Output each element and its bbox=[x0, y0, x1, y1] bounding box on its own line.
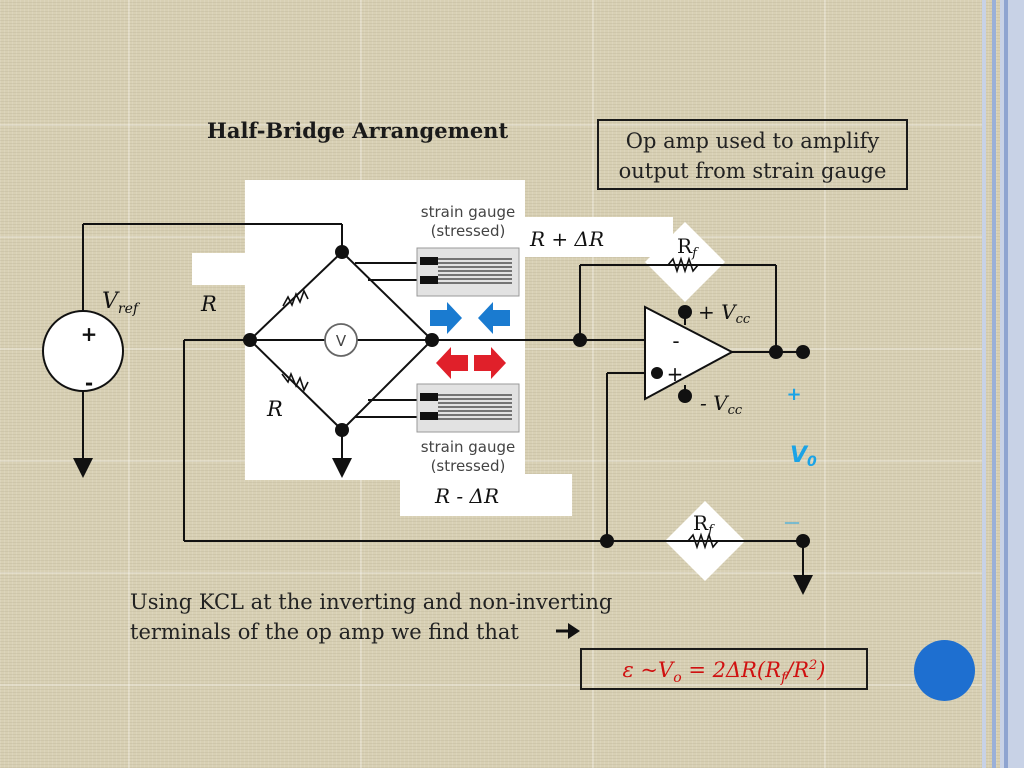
note-line-2: output from strain gauge bbox=[618, 159, 887, 183]
slide-accent-dot bbox=[914, 640, 975, 701]
bg-grid-line bbox=[128, 0, 130, 768]
junction-dot bbox=[678, 305, 692, 319]
junction-dot bbox=[651, 367, 663, 379]
equation: ε ~Vo = 2ΔR(Rf/R2) bbox=[622, 658, 826, 687]
r-minus-delta-label: R - ΔR bbox=[434, 484, 499, 508]
vref-label: Vref bbox=[102, 289, 141, 317]
kcl-text-line-1: Using KCL at the inverting and non-inver… bbox=[130, 590, 613, 614]
source-plus-sign: + bbox=[81, 322, 98, 346]
vcc-negative-label: - Vcc bbox=[700, 391, 743, 418]
resistor-bottom-left bbox=[281, 371, 309, 393]
voltmeter-label: V bbox=[336, 332, 347, 350]
strain-gauge-top bbox=[416, 247, 520, 297]
voltmeter bbox=[324, 323, 358, 357]
bg-grid-line bbox=[0, 572, 985, 574]
resistor-rf-top bbox=[667, 256, 699, 274]
junction-dot bbox=[335, 245, 349, 259]
strain-gauge-bottom bbox=[416, 383, 520, 433]
vcc-positive-label: + Vcc bbox=[698, 300, 751, 327]
op-amp bbox=[644, 305, 735, 401]
r-top-left-label: R bbox=[200, 292, 217, 316]
slide-right-border bbox=[982, 0, 1024, 768]
junction-dot bbox=[335, 423, 349, 437]
gauge-bottom-label-2: (stressed) bbox=[431, 457, 506, 475]
gauge-top-label-2: (stressed) bbox=[431, 222, 506, 240]
kcl-text-line-2: terminals of the op amp we find that bbox=[130, 620, 519, 644]
slide-title: Half-Bridge Arrangement bbox=[207, 118, 509, 143]
label-patch-r-minus bbox=[400, 474, 572, 516]
opamp-inverting-sign: - bbox=[672, 329, 679, 353]
r-plus-delta-label: R + ΔR bbox=[529, 227, 604, 251]
right-arrow-icon bbox=[556, 623, 580, 639]
resistor-rf-bottom bbox=[687, 532, 719, 550]
junction-dot bbox=[425, 333, 439, 347]
bg-grid-line bbox=[0, 124, 985, 126]
junction-dot bbox=[769, 345, 783, 359]
gauge-bottom-label-1: strain gauge bbox=[421, 438, 515, 456]
voltage-source bbox=[42, 310, 124, 392]
bg-grid-line bbox=[592, 0, 594, 768]
gauge-top-label-1: strain gauge bbox=[421, 203, 515, 221]
junction-dot bbox=[243, 333, 257, 347]
junction-dot bbox=[678, 389, 692, 403]
label-patch bbox=[192, 253, 250, 285]
r-bottom-left-label: R bbox=[266, 397, 283, 421]
rf-top-label: Rf bbox=[677, 234, 699, 261]
bg-grid-line bbox=[824, 0, 826, 768]
note-line-1: Op amp used to amplify bbox=[625, 129, 880, 153]
opamp-noninverting-sign: + bbox=[667, 362, 684, 386]
junction-dot bbox=[600, 534, 614, 548]
rf-bottom-label: Rf bbox=[693, 511, 715, 538]
bg-grid-line bbox=[0, 684, 985, 686]
equation-box: ε ~Vo = 2ΔR(Rf/R2) bbox=[580, 648, 868, 690]
label-patch-r-plus bbox=[525, 217, 673, 257]
vout-label: V0 bbox=[790, 443, 817, 470]
rf-top-diamond bbox=[645, 222, 725, 302]
resistor-top-left bbox=[282, 288, 309, 308]
vout-plus-sign: + bbox=[786, 384, 801, 405]
tension-arrows bbox=[436, 347, 506, 379]
output-terminal bbox=[796, 345, 810, 359]
compression-arrows bbox=[430, 302, 510, 334]
junction-dot bbox=[573, 333, 587, 347]
source-minus-sign: - bbox=[85, 371, 93, 395]
junction-dot bbox=[796, 534, 810, 548]
note-box: Op amp used to amplify output from strai… bbox=[597, 119, 908, 190]
vout-minus-sign: __ bbox=[784, 508, 800, 524]
